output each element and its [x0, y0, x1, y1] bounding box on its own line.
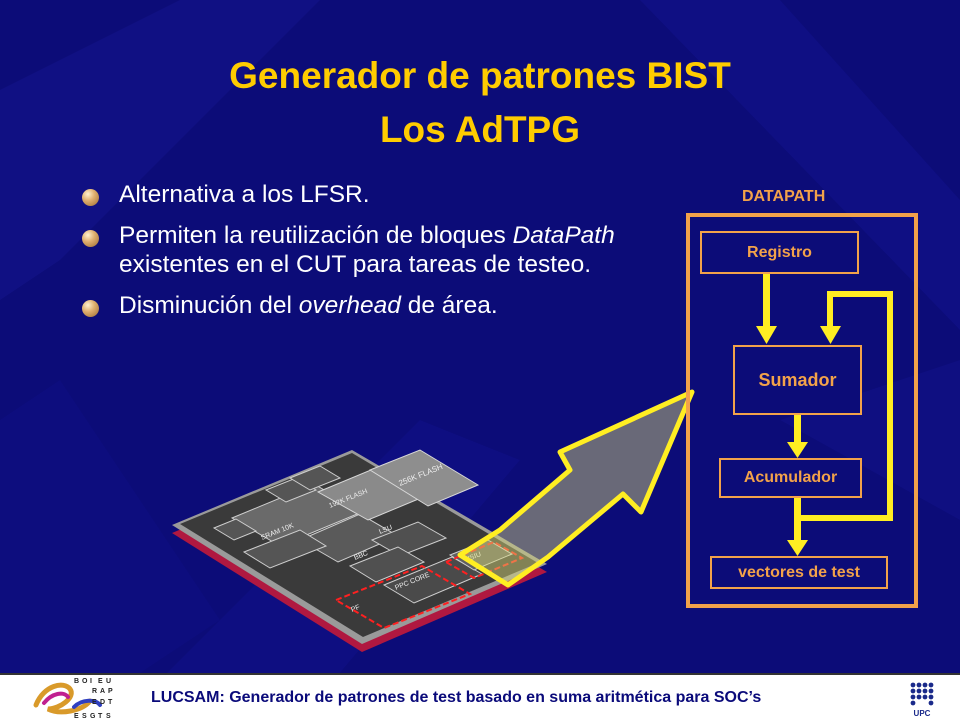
logo-letter: G — [90, 713, 96, 720]
slide-subtitle: Los AdTPG — [379, 109, 581, 150]
logo-letter: T — [108, 699, 113, 706]
footer: B O I E U R A P E D T E S G T S LUCSAM: … — [0, 673, 960, 720]
bullet-text: existentes en el CUT para tareas de test… — [119, 251, 592, 278]
upc-dots-icon — [910, 682, 934, 706]
logo-letter: U — [106, 678, 111, 685]
upc-logo-icon: UPC — [908, 681, 936, 719]
bullet-list: Alternativa a los LFSR. Permiten la reut… — [82, 180, 652, 332]
bullet-item: Disminución del overhead de área. — [82, 291, 652, 320]
logo-letter: A — [100, 688, 105, 695]
logo-letter: O — [82, 678, 88, 685]
datapath-frame — [686, 213, 918, 608]
footer-caption: LUCSAM: Generador de patrones de test ba… — [151, 689, 762, 706]
bullet-item: Permiten la reutilización de bloques Dat… — [82, 221, 652, 279]
logo-letter: E — [74, 713, 79, 720]
logo-letter: E — [92, 699, 97, 706]
acumulador-block: Acumulador — [719, 458, 862, 498]
logo-letter: D — [100, 699, 105, 706]
sumador-block: Sumador — [733, 345, 862, 415]
bullet-text: Disminución del — [119, 292, 299, 319]
bullet-emphasis: overhead — [298, 292, 401, 319]
bullet-ball-icon — [82, 300, 99, 317]
logo-letter: I — [90, 678, 92, 685]
logo-letter: E — [98, 678, 103, 685]
logo-letter: S — [82, 713, 87, 720]
registro-block: Registro — [700, 231, 859, 274]
bullet-ball-icon — [82, 230, 99, 247]
vectores-block: vectores de test — [710, 556, 888, 589]
logo-letter: B — [74, 678, 79, 685]
bullet-text: Permiten la reutilización de bloques — [119, 222, 513, 249]
upc-label: UPC — [913, 709, 931, 718]
logo-letter: T — [98, 713, 103, 720]
datapath-label: DATAPATH — [742, 188, 826, 205]
bullet-text: de área. — [400, 292, 498, 319]
bullet-emphasis: DataPath — [512, 222, 615, 249]
slide-title: Generador de patrones BIST — [229, 55, 731, 96]
bullet-ball-icon — [82, 189, 99, 206]
bullet-text: Alternativa a los LFSR. — [119, 181, 370, 208]
logo-letter: S — [106, 713, 111, 720]
logo-letter: P — [108, 688, 113, 695]
logo-letter: R — [92, 688, 97, 695]
group-logo-icon: B O I E U R A P E D T E S G T S — [33, 678, 113, 720]
bullet-item: Alternativa a los LFSR. — [82, 180, 652, 209]
